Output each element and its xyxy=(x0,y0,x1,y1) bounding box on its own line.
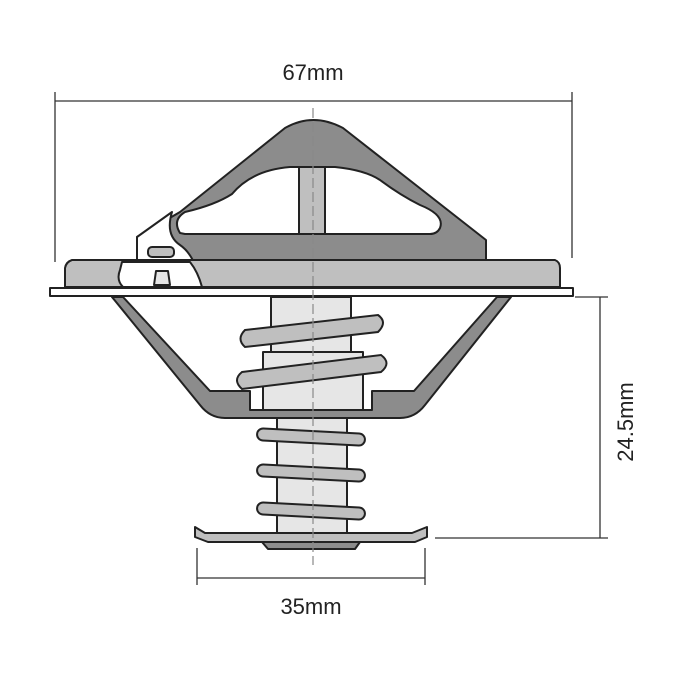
dimension-top xyxy=(54,92,573,262)
bridge-center-post xyxy=(298,166,326,235)
lower-spring xyxy=(256,427,366,521)
base-plate xyxy=(49,287,574,297)
bracket-pin xyxy=(147,246,175,258)
upper-spring xyxy=(236,313,388,391)
dimension-right xyxy=(435,296,608,539)
dimension-label-width: 67mm xyxy=(282,60,343,85)
dimension-label-bottom-width: 35mm xyxy=(280,594,341,619)
bottom-nut xyxy=(261,541,361,550)
dimension-label-height: 24.5mm xyxy=(613,382,638,461)
lower-cup-frame xyxy=(111,296,512,419)
rivet-icon xyxy=(153,270,171,286)
bottom-valve-disc xyxy=(194,526,428,543)
dimension-bottom xyxy=(196,548,426,585)
